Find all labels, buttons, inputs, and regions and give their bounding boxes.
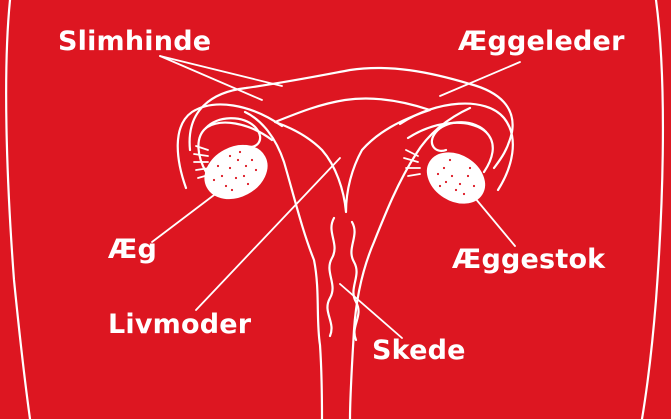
label-skede: Skede (372, 337, 466, 364)
label-livmoder: Livmoder (108, 311, 251, 338)
label-aeg: Æg (108, 236, 157, 263)
ovary-left (196, 136, 275, 208)
leader-skede (340, 284, 402, 338)
label-aeggeleder: Æggeleder (458, 28, 625, 55)
leader-aeggestok (470, 192, 515, 246)
vaginal-canal-left (327, 218, 334, 336)
uterine-cavity (275, 98, 430, 212)
label-slimhinde: Slimhinde (58, 28, 211, 55)
body-outline-left (6, 0, 30, 419)
ovary-right (419, 143, 493, 212)
leader-aeg (152, 192, 218, 242)
body-outline-right (642, 0, 663, 419)
label-aeggestok: Æggestok (452, 246, 605, 273)
